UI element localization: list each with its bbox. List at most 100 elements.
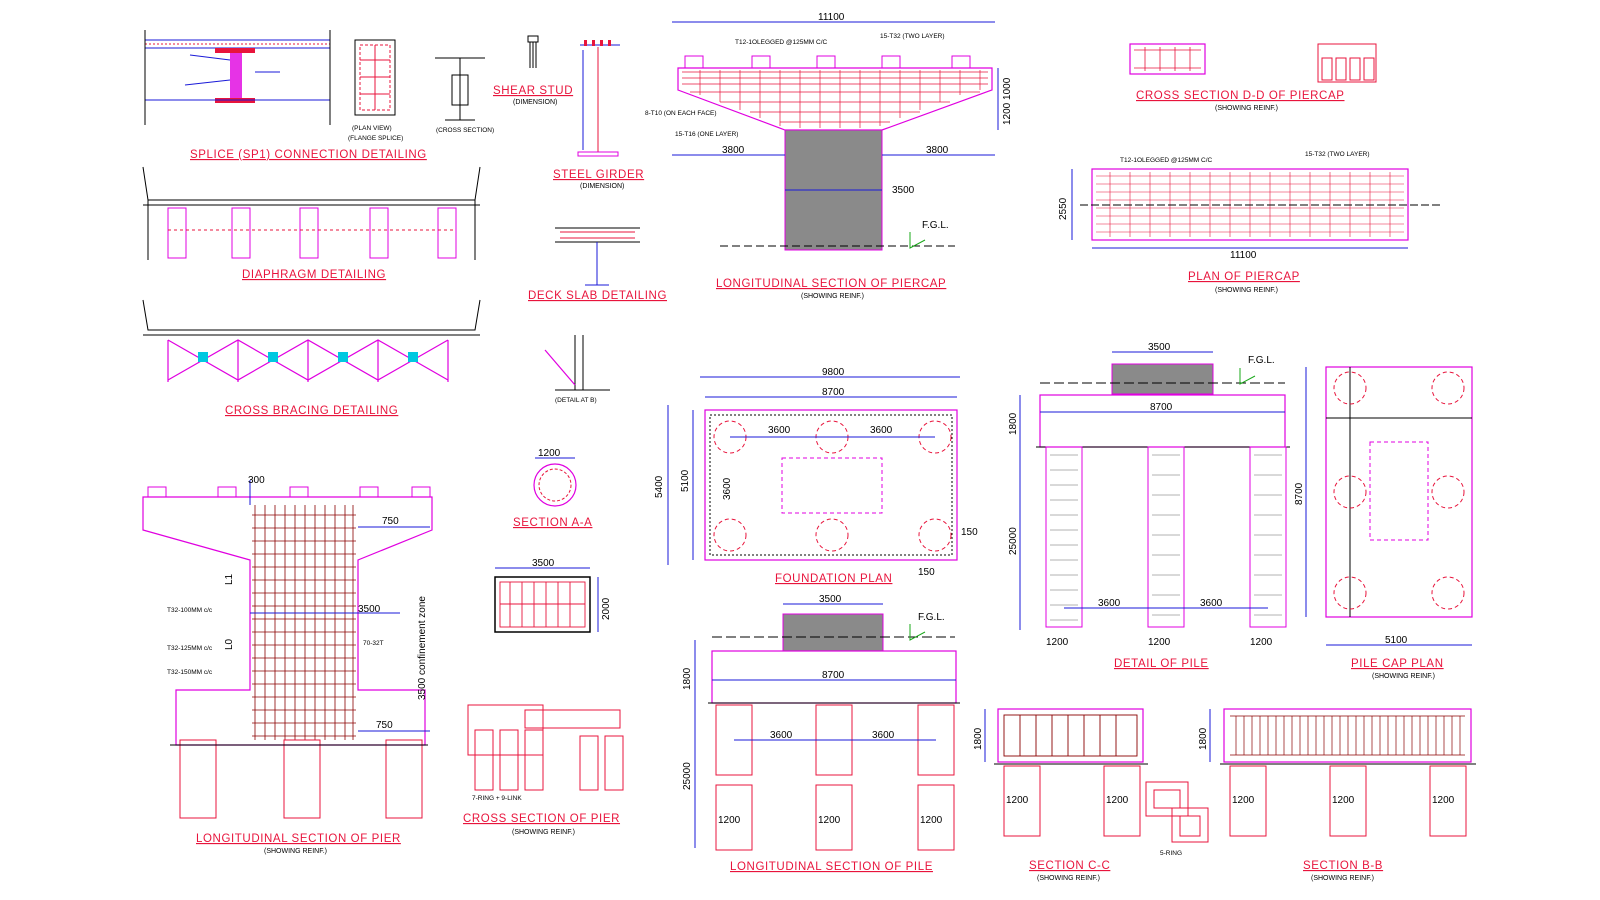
pier-cross-section-drawing: 3500 2000 7-RING + 9-LINK CROSS SECTION … [463,558,624,836]
pier-longitudinal-subtitle: (SHOWING REINF.) [264,848,327,855]
section-cc-title: SECTION C-C [1029,860,1110,872]
dim-1200-bb-a: 1200 [1232,795,1255,806]
cross-dd-subtitle: (SHOWING REINF.) [1215,105,1278,112]
pile-cap-plan-title: PILE CAP PLAN [1351,658,1444,670]
dim-3600-b: 3600 [870,425,893,436]
dim-8700-detail: 8700 [1150,402,1173,413]
fgl-label-pile: F.G.L. [918,612,945,623]
dim-5100-cap: 5100 [1385,635,1408,646]
piercap-plan-mesh [1096,172,1404,237]
dim-3600-detail-a: 3600 [1098,598,1121,609]
pile-longitudinal-drawing: 3500 F.G.L. 8700 1800 3600 3600 25000 12… [682,594,960,873]
l0-label: L0 [224,638,235,650]
dim-1200-cc-b: 1200 [1106,795,1129,806]
dim-1200-d1: 1200 [1046,637,1069,648]
l1-label: L1 [224,573,235,585]
t32-150-label: T32-150MM c/c [167,669,213,676]
plan-piercap-title: PLAN OF PIERCAP [1188,271,1300,283]
section-bb-rebar [1230,715,1465,756]
pier-cross-subtitle: (SHOWING REINF.) [512,829,575,836]
foundation-plan-drawing: 9800 8700 3600 3600 3600 5400 5100 150 1… [654,367,978,585]
piercap-longitudinal-drawing: 11100 3800 3800 3500 1200 1000 [645,12,1013,300]
section-cc-rebar [1003,714,1138,757]
piercap-rebar-mesh [682,70,988,128]
dd-rebar [1134,47,1201,71]
dim-1800-detail: 1800 [1008,412,1019,435]
dim-1200-text: 1200 [1002,102,1013,125]
foundation-piles [713,420,952,552]
dim-2550: 2550 [1058,197,1069,220]
pile-cap-plan-drawing: 8700 5100 PILE CAP PLAN (SHOWING REINF.) [1294,366,1473,680]
dim-3600-vert: 3600 [722,477,733,500]
t32-two-layer-label: 15-T32 (TWO LAYER) [880,33,945,40]
diaphragm-title: DIAPHRAGM DETAILING [242,269,386,281]
splice-connection-drawing: (PLAN VIEW) (FLANGE SPLICE) (CROSS SECTI… [144,30,494,161]
dim-2000: 2000 [601,597,612,620]
steel-girder-subtitle: (DIMENSION) [580,183,624,190]
plan-view-label: (PLAN VIEW) [352,125,392,132]
section-cc-subtitle: (SHOWING REINF.) [1037,875,1100,882]
dim-3600-pile-b: 3600 [872,730,895,741]
pier-longitudinal-title: LONGITUDINAL SECTION OF PIER [196,833,401,845]
pile-cap-piles [1333,371,1465,610]
t32-125-label: T32-125MM c/c [167,645,213,652]
cross-bracing-members [167,339,449,382]
dim-1200-d3: 1200 [1250,637,1273,648]
bars-70-label: 70-32T [363,640,384,647]
dim-1000-text: 1000 [1002,77,1013,100]
deck-slab-drawing: DECK SLAB DETAILING [528,227,666,302]
confinement-zone-label: 3500 confinement zone [417,596,428,700]
fgl-label-detail: F.G.L. [1248,355,1275,366]
dim-1200-bb-b: 1200 [1332,795,1355,806]
detail-at-b-label: (DETAIL AT B) [555,397,597,404]
dim-8700-pilesec: 8700 [822,670,845,681]
dim-1200-cc-a: 1200 [1006,795,1029,806]
cross-bracing-drawing: CROSS BRACING DETAILING [142,299,481,417]
dim-1200-bb-c: 1200 [1432,795,1455,806]
fgl-label-piercap: F.G.L. [922,220,949,231]
dim-1800-cc: 1800 [973,727,984,750]
plan-t32-label: 15-T32 (TWO LAYER) [1305,151,1370,158]
pile-detail-drawing: 3500 F.G.L. 8700 1800 [1008,342,1290,670]
pier-rebar-cage [252,505,356,740]
section-bb-subtitle: (SHOWING REINF.) [1311,875,1374,882]
pier-longitudinal-drawing: 300 750 3500 750 3500 confinement zone 7… [142,475,433,855]
dim-3500-pier-section: 3500 [358,604,381,615]
steel-girder-drawing: STEEL GIRDER (DIMENSION) [553,40,644,190]
dim-5100: 5100 [680,469,691,492]
dim-3500-pilesec: 3500 [819,594,842,605]
dim-1200-d2: 1200 [1148,637,1171,648]
shear-stud-title: SHEAR STUD [493,85,573,97]
dim-3600-a: 3600 [768,425,791,436]
cross-section-label: (CROSS SECTION) [436,127,494,134]
t16-one-layer-label: 15-T16 (ONE LAYER) [675,131,738,138]
section-cc-drawing: 1800 1200 1200 5-RING SECTION C-C (SHOWI… [973,708,1209,882]
dim-3500-pier: 3500 [892,185,915,196]
pile-detail-piles [1045,446,1287,628]
dim-3800-right: 3800 [926,145,949,156]
pier-cross-rebar [499,581,586,628]
dim-11100-top: 11100 [818,12,845,23]
dim-1200-p2: 1200 [818,815,841,826]
pile-cap-plan-subtitle: (SHOWING REINF.) [1372,673,1435,680]
dim-150-bottom: 150 [918,567,935,578]
splice-title: SPLICE (SP1) CONNECTION DETAILING [190,149,427,161]
dim-9800: 9800 [822,367,845,378]
shear-stud-drawing: SHEAR STUD (DIMENSION) [493,35,573,106]
steel-girder-title: STEEL GIRDER [553,169,644,181]
dim-11100-plan: 11100 [1230,250,1257,261]
section-aa-drawing: 1200 SECTION A-A [513,448,592,529]
pile-detail-title: DETAIL OF PILE [1114,658,1209,670]
piercap-longitudinal-title: LONGITUDINAL SECTION OF PIERCAP [716,278,946,290]
dim-3800-left: 3800 [722,145,745,156]
dim-3500-detail: 3500 [1148,342,1171,353]
dim-1800-bb: 1800 [1198,727,1209,750]
t10-each-face-label: 8-T10 (ON EACH FACE) [645,110,717,117]
dim-3600-detail-b: 3600 [1200,598,1223,609]
dim-150-right: 150 [961,527,978,538]
pier-piles [179,739,423,819]
cross-bracing-title: CROSS BRACING DETAILING [225,405,398,417]
dim-25000-detail: 25000 [1008,527,1019,555]
ring5-label: 5-RING [1160,850,1182,857]
